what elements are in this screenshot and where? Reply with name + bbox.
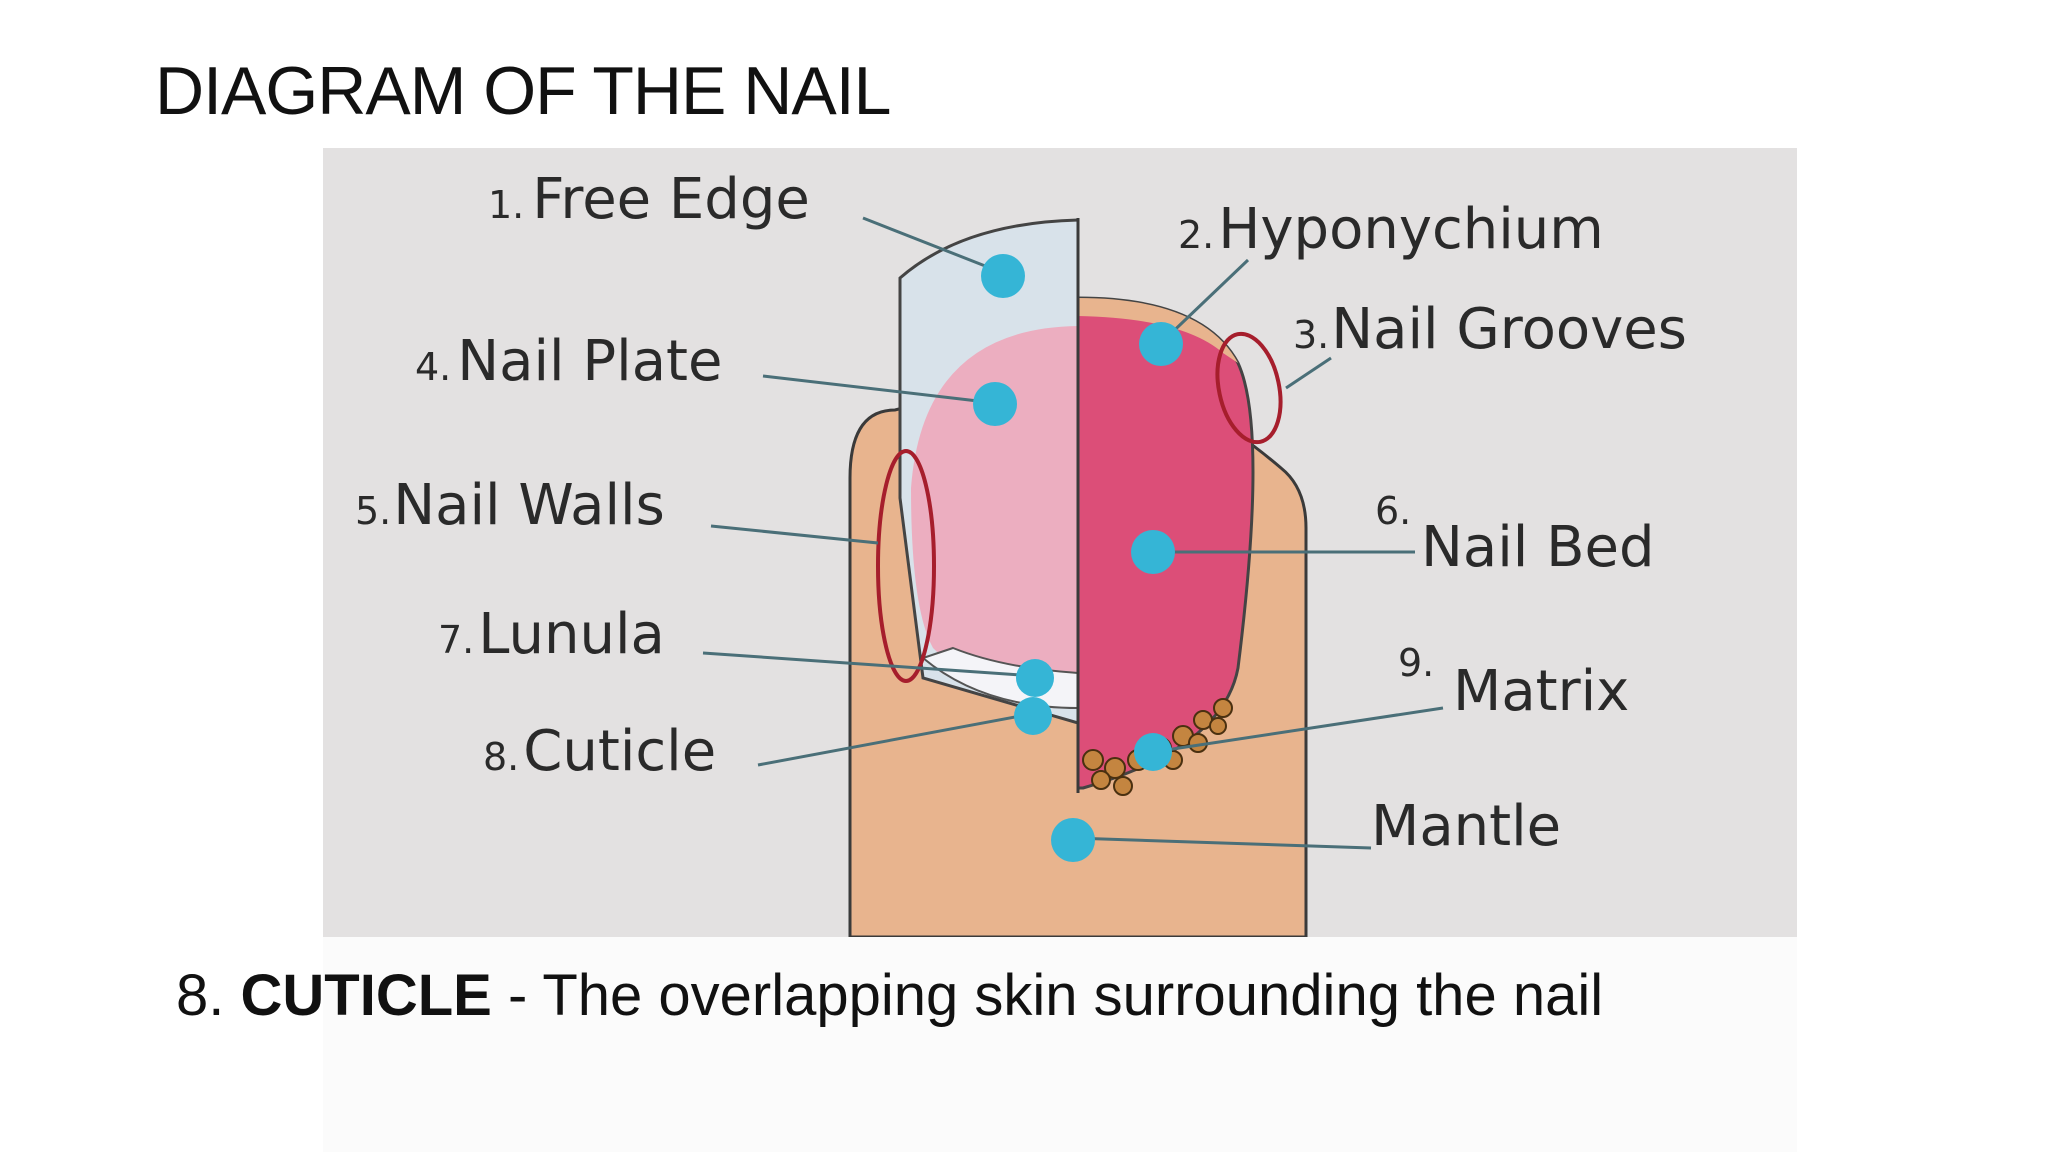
caption: 8. CUTICLE - The overlapping skin surrou…: [176, 962, 1603, 1029]
caption-number: 8.: [176, 963, 225, 1028]
marker-nail-plate: [973, 382, 1017, 426]
matrix-cells: [1082, 698, 1233, 796]
marker-hyponychium: [1139, 322, 1183, 366]
label-nail-grooves: 3.Nail Grooves: [1293, 297, 1687, 362]
label-nail-bed-number: 6.: [1375, 489, 1411, 533]
caption-term: CUTICLE: [240, 963, 492, 1028]
marker-free-edge: [981, 254, 1025, 298]
label-nail-plate: 4.Nail Plate: [415, 329, 722, 394]
marker-nail-bed: [1131, 530, 1175, 574]
slide-title: DIAGRAM OF THE NAIL: [155, 53, 891, 129]
label-matrix-number: 9.: [1398, 641, 1434, 685]
markers: [973, 254, 1183, 862]
caption-definition: - The overlapping skin surrounding the n…: [507, 963, 1604, 1028]
bottom-fade: [323, 937, 1797, 1152]
label-mantle: Mantle: [1371, 794, 1561, 859]
label-hyponychium: 2.Hyponychium: [1178, 197, 1604, 262]
nail-groove-outline: [1215, 331, 1283, 445]
marker-lunula: [1016, 659, 1054, 697]
marker-mantle: [1051, 818, 1095, 862]
label-nail-walls: 5.Nail Walls: [355, 473, 665, 538]
marker-cuticle: [1014, 697, 1052, 735]
hyponychium-shape: [1078, 298, 1238, 363]
label-nail-bed: Nail Bed: [1421, 515, 1655, 580]
label-lunula: 7.Lunula: [438, 602, 665, 667]
label-cuticle: 8.Cuticle: [483, 719, 716, 784]
marker-matrix: [1134, 733, 1172, 771]
nail-wall-outline: [876, 449, 936, 683]
label-free-edge: 1.Free Edge: [488, 167, 810, 232]
leader-lines: [702, 216, 1444, 850]
nail-diagram: 1.Free Edge 2.Hyponychium 3.Nail Grooves…: [323, 148, 1797, 937]
label-matrix: Matrix: [1453, 659, 1629, 724]
nail-plate-shape: [911, 326, 1078, 698]
